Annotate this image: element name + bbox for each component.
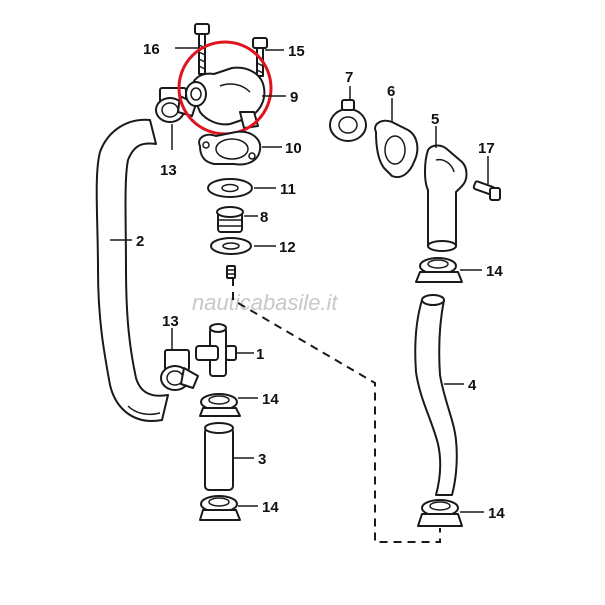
watermark-text: nauticabasile.it [192,290,338,315]
part-14-clamp-left-lower [199,495,241,521]
dashed-tube-route [232,278,441,543]
label-10: 10 [285,140,302,157]
label-14-right-lower: 14 [488,505,505,522]
label-14-left-upper: 14 [262,391,279,408]
label-9: 9 [290,89,298,106]
part-3-short-hose [204,422,234,491]
part-2-hose-left [95,118,169,422]
part-11-washer [207,178,253,198]
part-12-washer [210,237,252,255]
label-13-mid: 13 [162,313,179,330]
label-13-top: 13 [160,162,177,179]
label-4: 4 [468,377,477,394]
label-1: 1 [256,346,264,363]
part-17-screw [472,180,501,201]
label-2: 2 [136,233,144,250]
label-14-left-lower: 14 [262,499,279,516]
label-7: 7 [345,69,353,86]
part-13-clamp-top [155,87,197,123]
part-4-hose-right [414,294,458,496]
part-10-gasket [198,130,262,166]
part-8-thermostat [216,206,244,233]
label-16: 16 [143,41,160,58]
part-5-elbow [424,144,468,252]
leader-lines [110,47,489,513]
label-15: 15 [288,43,305,60]
small-plug [226,265,236,279]
label-11: 11 [280,181,296,198]
part-14-clamp-right-lower [417,499,463,527]
label-17: 17 [478,140,495,157]
part-9-thermostat-housing [185,66,266,129]
part-6-gasket [374,119,419,178]
label-5: 5 [431,111,439,128]
part-7-cap [329,99,367,142]
part-1-tee-fitting [195,323,237,377]
label-8: 8 [260,209,268,226]
part-14-clamp-left-upper [199,393,241,417]
label-12: 12 [279,239,296,256]
label-3: 3 [258,451,266,468]
label-6: 6 [387,83,395,100]
part-14-clamp-right-upper [415,257,463,283]
label-14-right-upper: 14 [486,263,503,280]
part-13-clamp-mid [160,349,199,391]
